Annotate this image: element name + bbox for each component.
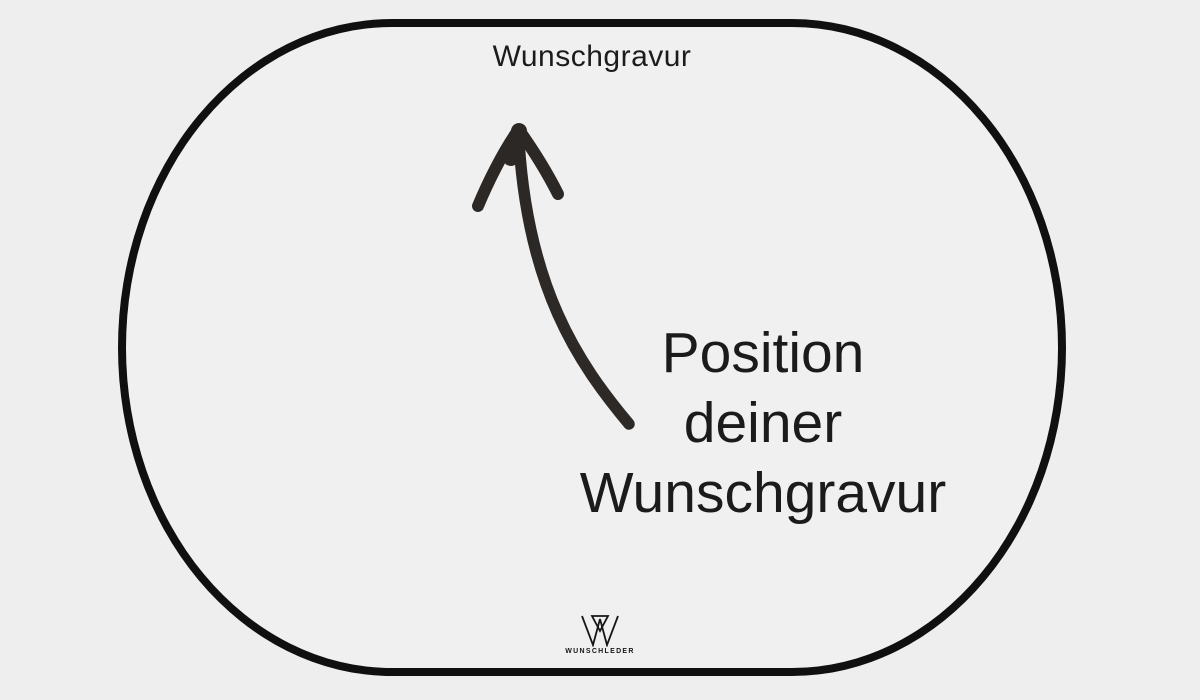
annotation-text: Position deiner Wunschgravur bbox=[553, 318, 973, 528]
brand-name: WUNSCHLEDER bbox=[565, 648, 635, 655]
annotation-line-1: Position bbox=[661, 321, 865, 385]
w-monogram-icon bbox=[581, 615, 619, 647]
annotation-line-2: deiner bbox=[683, 391, 843, 455]
brand-logo: WUNSCHLEDER bbox=[480, 614, 720, 655]
annotation-line-3: Wunschgravur bbox=[579, 461, 947, 525]
top-engraving-label: Wunschgravur bbox=[492, 40, 692, 73]
